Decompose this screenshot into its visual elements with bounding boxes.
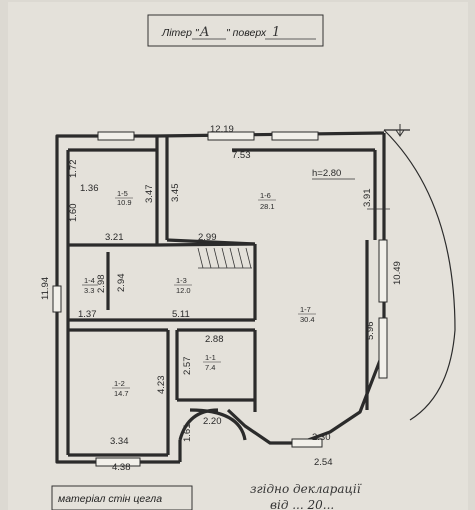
floor-label: " поверх: [226, 27, 267, 39]
dim-1-72: 1.72: [68, 160, 79, 179]
svg-text:1-4: 1-4: [84, 276, 95, 285]
dim-1-60: 1.60: [68, 204, 79, 223]
floor-value: 1: [272, 25, 280, 40]
room-1-3: 1-3 12.0: [174, 276, 192, 295]
room-labels: 1-5 10.9 1-6 28.1 1-4 3.3 1-3 12.0 1-7 3…: [82, 189, 316, 398]
svg-text:30.4: 30.4: [300, 315, 315, 324]
dimension-labels: 12.19 7.53 11.94 10.49 1.72 1.36 1.60 3.…: [40, 124, 403, 473]
dim-5-11: 5.11: [172, 309, 190, 320]
handwritten-note-1: згідно декларації: [250, 482, 362, 496]
dim-1-36: 1.36: [80, 183, 99, 194]
svg-text:3.3: 3.3: [84, 286, 94, 295]
paper-sheet: [8, 2, 468, 510]
dim-2-30: 2.30: [312, 432, 331, 443]
handwritten-note-2: від ... 20...: [270, 498, 334, 510]
dim-3-21: 3.21: [105, 232, 124, 243]
dim-3-45: 3.45: [170, 184, 181, 203]
entrance-arrow-icon: [395, 124, 405, 137]
dim-4-23: 4.23: [156, 376, 167, 395]
dim-4-38: 4.38: [112, 462, 131, 473]
room-1-1: 1-1 7.4: [203, 353, 221, 372]
wall-material-note: матеріал стін цегла: [58, 493, 162, 505]
dim-2-57: 2.57: [182, 357, 193, 376]
terrace-arc: [383, 129, 456, 421]
svg-text:1-1: 1-1: [205, 353, 216, 362]
svg-text:10.9: 10.9: [117, 198, 132, 207]
dim-2-99: 2.99: [198, 232, 217, 243]
header-box: Літер " A " поверх 1: [147, 14, 324, 47]
footer: матеріал стін цегла згідно декларації ві…: [51, 482, 362, 510]
svg-text:1-5: 1-5: [117, 189, 128, 198]
dim-3-47: 3.47: [144, 185, 155, 204]
svg-text:1-6: 1-6: [260, 191, 271, 200]
svg-text:1-2: 1-2: [114, 379, 125, 388]
liter-value: A: [199, 25, 209, 40]
windows: [52, 131, 388, 467]
dim-2-94: 2.94: [116, 274, 127, 293]
dim-2-20: 2.20: [203, 416, 222, 427]
svg-text:14.7: 14.7: [114, 389, 129, 398]
interior-walls: [66, 136, 377, 457]
svg-text:1-7: 1-7: [300, 305, 311, 314]
dim-5-96: 5.96: [365, 322, 376, 341]
dim-3-91: 3.91: [362, 189, 373, 208]
dim-top-length: 12.19: [210, 124, 234, 135]
room-1-2: 1-2 14.7: [112, 379, 130, 398]
dim-2-88: 2.88: [205, 334, 224, 345]
dim-1-37: 1.37: [78, 309, 97, 320]
dim-left-length: 11.94: [40, 277, 51, 300]
room-1-6: 1-6 28.1: [258, 191, 276, 211]
room-1-4: 1-4 3.3: [82, 276, 98, 295]
ceiling-height-note: h=2.80: [312, 168, 341, 179]
dim-right-length: 10.49: [392, 261, 403, 285]
svg-text:12.0: 12.0: [176, 286, 191, 295]
svg-text:28.1: 28.1: [260, 202, 275, 211]
svg-text:1-3: 1-3: [176, 276, 187, 285]
dim-2-98: 2.98: [96, 275, 107, 294]
dim-1-61: 1.61: [182, 424, 193, 443]
dim-2-54: 2.54: [314, 457, 333, 468]
dim-3-34: 3.34: [110, 436, 129, 447]
room-1-7: 1-7 30.4: [298, 305, 316, 324]
liter-label: Літер ": [161, 27, 200, 39]
staircase: [197, 247, 252, 269]
svg-text:7.4: 7.4: [205, 363, 215, 372]
room-1-5: 1-5 10.9: [115, 189, 133, 207]
dim-top-right: 7.53: [232, 150, 251, 161]
